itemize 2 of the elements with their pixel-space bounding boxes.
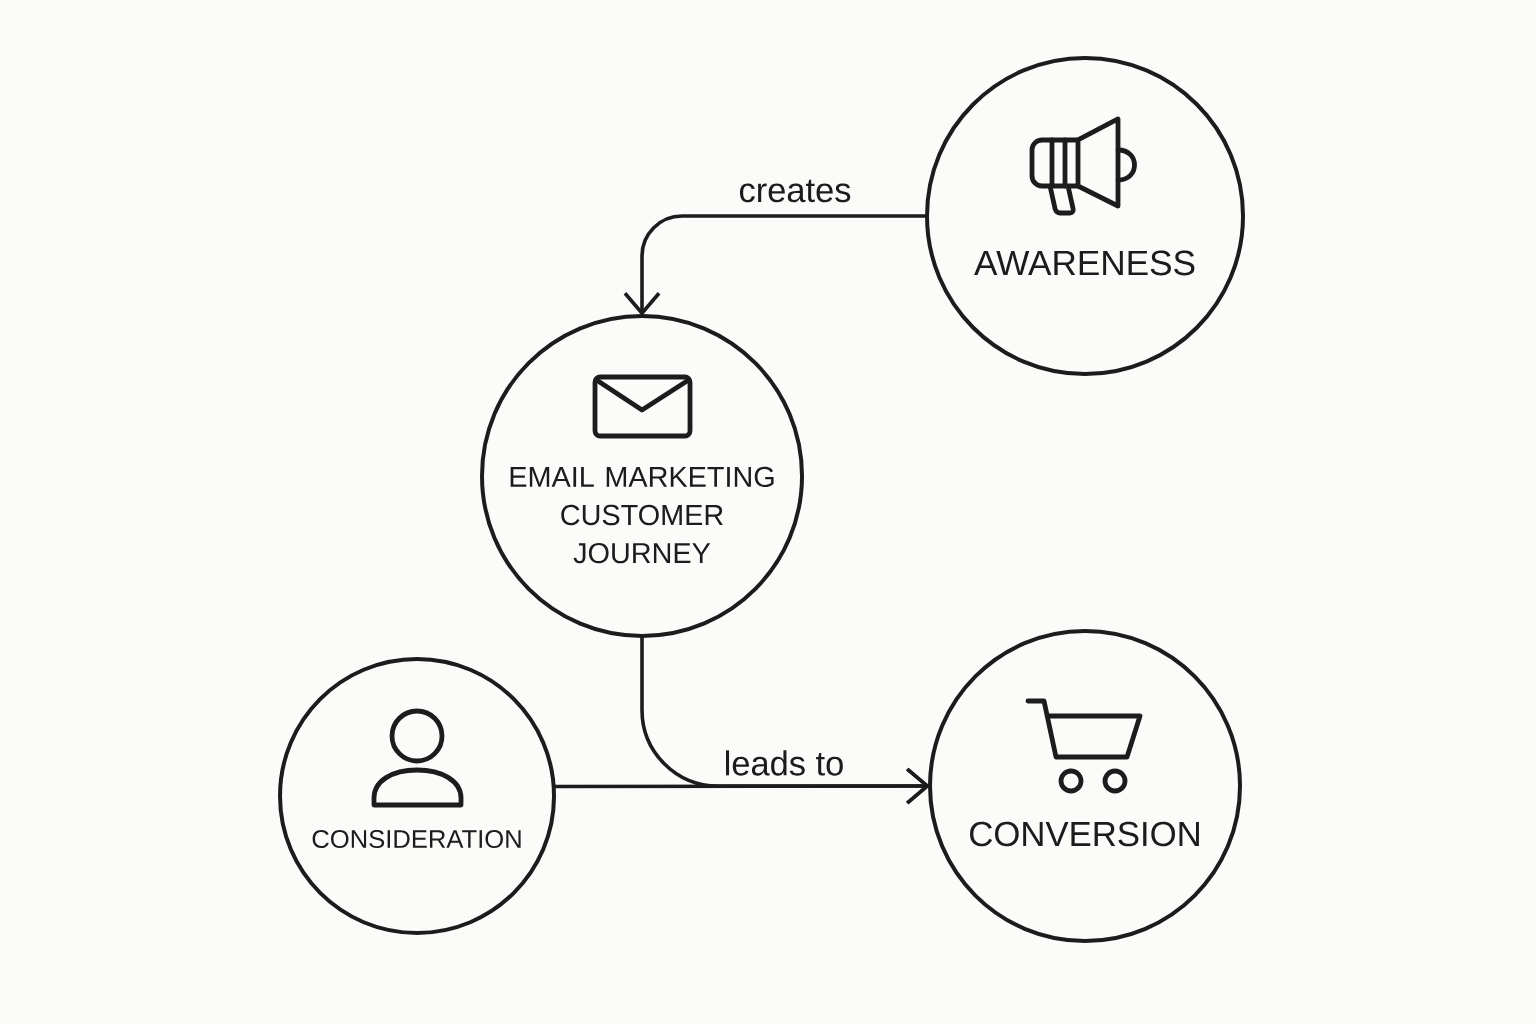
edge-label: leads to: [722, 748, 846, 778]
edge-label: creates: [737, 178, 853, 204]
